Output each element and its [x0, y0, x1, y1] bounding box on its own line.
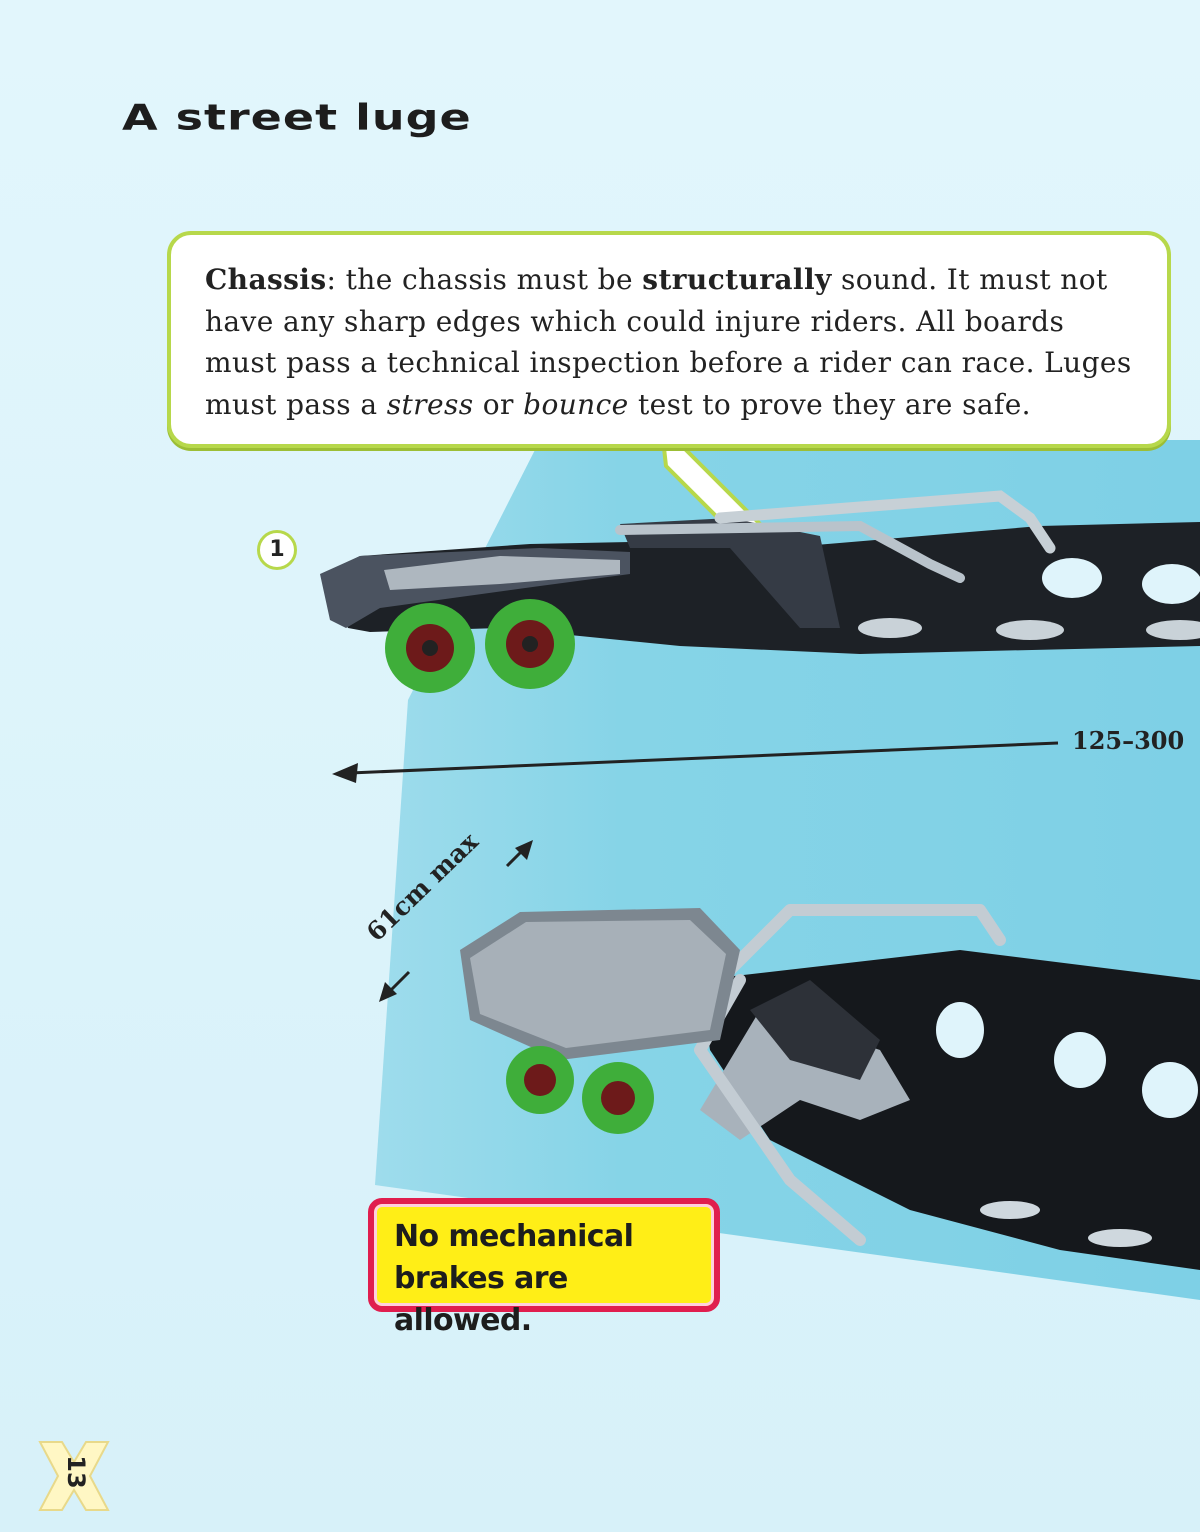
page-number: 13 [62, 1455, 90, 1489]
callout-text-4: test to prove they are safe. [628, 387, 1031, 421]
callout-text-1: : the chassis must be [326, 263, 643, 296]
callout-term: Chassis [205, 263, 327, 296]
callout-italic-bounce: bounce [523, 387, 629, 421]
callout-text-2: sound. It must not have any sharp edges … [205, 263, 1132, 421]
brakes-note: No mechanical brakes are allowed. [368, 1198, 720, 1338]
chassis-callout: Chassis: the chassis must be structurall… [167, 231, 1171, 448]
page-x-icon [38, 1441, 110, 1511]
arrow-left-icon [332, 741, 1059, 783]
length-dimension-label: 125–300 [1072, 726, 1185, 755]
page-title: A street luge [122, 96, 472, 139]
note-line-1: No mechanical [394, 1219, 634, 1254]
note-line-2: brakes are allowed. [394, 1261, 568, 1338]
callout-text-3: or [473, 387, 524, 421]
figure-number-badge: 1 [257, 530, 297, 570]
luge-front-view-image [460, 904, 1200, 1270]
luge-side-view-image [320, 490, 1200, 693]
callout-italic-stress: stress [386, 387, 474, 421]
callout-emphasis: structurally [642, 263, 832, 296]
double-arrow-icon [379, 840, 533, 1002]
